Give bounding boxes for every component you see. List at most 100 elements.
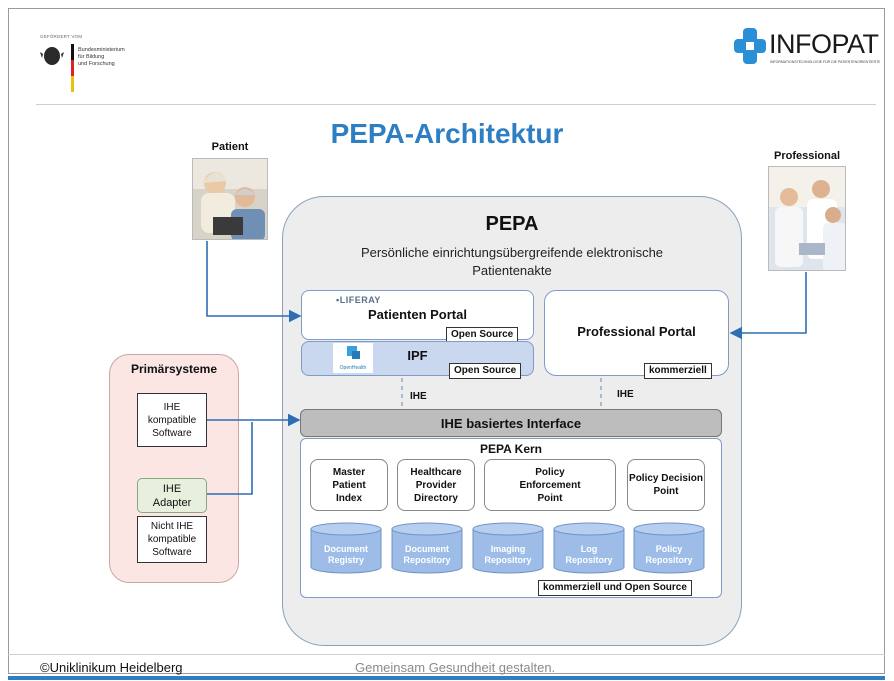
ihe-adapter-line-1: IHE [162,482,182,495]
openhealth-text: OpenHealth [339,365,367,371]
ministry-line-1: Bundesministerium [78,47,125,53]
infopat-cross-icon [734,28,766,64]
document-registry-line-1: Document [323,544,368,554]
eagle-icon [40,47,64,65]
ministry-supported-text: GEFÖRDERT VOM [40,34,83,39]
ihe-left-label: IHE [410,391,427,402]
pepa-subtitle-line-2: Patientenakte [472,263,552,278]
ihe-interface-bar: IHE basiertes Interface [300,409,722,437]
patienten-portal-label: Patienten Portal [368,307,467,322]
non-ihe-software-line-2: kompatible [147,534,197,545]
pep-line-1: Policy [535,466,565,478]
flag-red [71,60,74,76]
patient-arrow [206,241,302,323]
pepa-subtitle: Persönliche einrichtungsübergreifende el… [300,244,724,280]
document-repository-line-2: Repository [403,555,451,565]
ihe-adapter-line-2: Adapter [152,496,192,509]
header-divider [36,104,876,105]
mpi-line-2: Patient [332,479,366,491]
document-registry-cylinder [310,522,382,574]
hpd-line-2: Provider [415,479,457,491]
ministry-name: Bundesministerium für Bildung und Forsch… [78,47,125,68]
log-repository-line-2: Repository [565,555,613,565]
mpi-line-3: Index [335,492,363,504]
professional-arrow [729,272,807,340]
liferay-logo: ▪LIFERAY [336,295,381,305]
ihe-right-label: IHE [617,389,634,400]
non-ihe-software-line-3: Software [152,547,192,558]
flag-black [71,44,74,60]
ihe-software-line-1: IHE [163,401,181,413]
pdp-line-2: Point [653,486,679,497]
patient-photo-illustration [193,159,267,239]
primaersysteme-title: Primärsysteme [130,362,218,376]
hpd-line-3: Directory [414,492,458,504]
ipf-label: IPF [407,348,428,363]
infopat-logo: INFOPAT INFORMATIONSTECHNOLOGIE FÜR DIE … [734,26,880,72]
page-title: PEPA-Architektur [330,118,564,149]
openhealth-icon [347,346,360,359]
document-repository-line-1: Document [404,544,449,554]
policy-repository-cylinder [633,522,705,574]
mpi-line-1: Master [332,466,366,478]
pepa-subtitle-line-1: Persönliche einrichtungsübergreifende el… [360,245,664,260]
document-registry-line-2: Registry [327,555,364,565]
liferay-logo-text: LIFERAY [339,295,381,305]
non-ihe-software-line-1: Nicht IHE [150,521,194,532]
pep-line-2: Enforcement [519,479,581,491]
document-repository-cylinder [391,522,463,574]
ministry-logo: GEFÖRDERT VOM Bundesministerium für Bild… [40,34,180,94]
ihe-software-line-2: kompatible [147,414,197,426]
hpd-line-1: Healthcare [410,466,462,478]
log-repository-line-1: Log [580,544,598,554]
infopat-brand: INFOPAT [769,29,879,59]
professional-portal-label: Professional Portal [577,324,696,339]
pepa-kern-tag: kommerziell und Open Source [538,580,692,596]
liferay-icon: ▪ [336,295,340,305]
professional-photo-illustration [769,167,845,270]
imaging-repository-line-1: Imaging [490,544,526,554]
pdp-line-1: Policy Decision [629,473,703,484]
patient-photo [192,158,268,240]
slide-frame [8,8,885,674]
policy-repository-line-1: Policy [655,544,683,554]
log-repository-cylinder [553,522,625,574]
patient-label: Patient [211,141,249,153]
footer-slogan: Gemeinsam Gesundheit gestalten. [355,660,556,675]
policy-repository-line-2: Repository [645,555,693,565]
flag-gold [71,76,74,92]
adapter-line [207,422,253,495]
professional-photo [768,166,846,271]
ihe-software-line-3: Software [152,427,192,439]
imaging-repository-cylinder [472,522,544,574]
professional-label: Professional [773,150,841,162]
pepa-kern-title: PEPA Kern [479,442,542,456]
ministry-line-3: und Forschung [78,61,115,67]
professional-portal-tag: kommerziell [644,363,712,379]
ministry-line-2: für Bildung [78,54,105,60]
footer-accent-bar [8,676,885,680]
imaging-repository-line-2: Repository [484,555,532,565]
pep-line-3: Point [537,492,563,504]
ipf-tag: Open Source [449,363,522,379]
pepa-title: PEPA [485,213,539,235]
professional-portal-box [544,290,729,376]
footer-divider [8,654,885,655]
openhealth-logo: OpenHealth [333,343,373,373]
footer-copyright: ©Uniklinikum Heidelberg [40,660,183,675]
infopat-subtitle: INFORMATIONSTECHNOLOGIE FÜR DIE PATIENTE… [770,60,880,64]
